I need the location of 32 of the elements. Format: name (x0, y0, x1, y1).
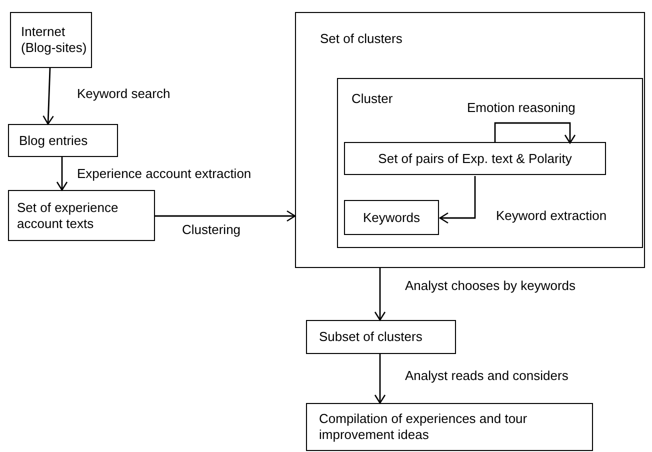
box-label: Compilation of experiences and tour improvement ideas (319, 411, 528, 443)
edge-label: Analyst chooses by keywords (403, 278, 578, 294)
process-box (8, 190, 155, 241)
process-box (8, 124, 118, 157)
arrow (374, 268, 386, 321)
group-box (295, 12, 645, 268)
process-box (344, 200, 439, 235)
group-heading: Cluster (352, 90, 393, 106)
edge-label: Clustering (180, 222, 243, 238)
edge-label: Keyword search (75, 86, 172, 102)
edge-label: Analyst reads and considers (403, 368, 570, 384)
group-box (336, 78, 642, 248)
box-label: Set of pairs of Exp. text & Polarity (378, 150, 572, 166)
process-box (344, 142, 606, 175)
box-label: Subset of clusters (319, 329, 422, 345)
arrow (56, 157, 68, 191)
edge-label: Experience account extraction (75, 166, 254, 182)
edge-label: Emotion reasoning (465, 100, 578, 116)
group-heading: Set of clusters (320, 31, 402, 47)
process-box (306, 320, 456, 354)
box-label: Internet (Blog-sites) (21, 24, 88, 56)
process-box (10, 12, 92, 68)
arrow (42, 68, 54, 125)
box-label: Set of experience account texts (17, 200, 120, 232)
edge-label: Keyword extraction (494, 208, 609, 224)
arrow (155, 210, 296, 222)
process-box (306, 403, 593, 451)
arrow (439, 176, 476, 224)
box-label: Keywords (362, 210, 420, 226)
box-label: Blog entries (19, 132, 88, 148)
arrow (494, 122, 576, 144)
arrow (374, 354, 386, 404)
